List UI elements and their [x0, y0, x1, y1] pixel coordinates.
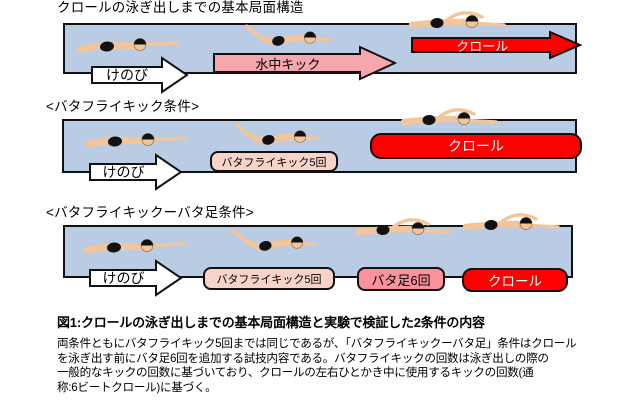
swimmer-crawl-icon — [460, 208, 564, 238]
glide-arrow: けのび — [90, 56, 190, 94]
underwater-kick-arrow: 水中キック — [212, 45, 397, 81]
crawl-arrow-label: クロール — [456, 38, 509, 54]
figure-caption: 図1:クロールの泳ぎ出しまでの基本局面構造と実験で検証した2条件の内容 — [57, 315, 485, 330]
description-line: 一般的なキックの回数に基づいており、クロールの左右ひとかき中に使用するキックの回… — [57, 366, 534, 380]
swimmer-dolphin-kick-icon — [227, 122, 327, 152]
crawl-arrow: クロール — [410, 30, 582, 60]
description-line: を泳ぎ出す前にバタ足6回を追加する試技内容である。バタフライキックの回数は泳ぎ出… — [57, 351, 549, 365]
glide-arrow-label: けのび — [102, 270, 145, 286]
panel-butterfly-flutter-heading: <バタフライキックーバタ足条件> — [46, 205, 254, 220]
glide-arrow-label: けのび — [102, 164, 145, 180]
swimmer-dolphin-kick-icon — [224, 228, 324, 258]
panel-butterfly-heading: <バタフライキック条件> — [46, 99, 200, 114]
panel-basic-heading: クロールの泳ぎ出しまでの基本局面構造 — [57, 0, 304, 15]
crawl-box: クロール — [370, 133, 582, 159]
glide-arrow-label: けのび — [106, 67, 148, 83]
butterfly-kick-box: バタフライキック5回 — [203, 267, 335, 290]
flutter-kick-label: バタ足6回 — [371, 272, 431, 288]
crawl-box: クロール — [462, 268, 568, 292]
butterfly-kick-label: バタフライキック5回 — [221, 156, 327, 169]
description-line: 称:6ビートクロール)に基づく。 — [57, 380, 217, 394]
swimmer-crawl-icon — [398, 103, 502, 133]
glide-arrow: けのび — [88, 153, 184, 191]
figure-description: 両条件ともにバタフライキック5回までは同じであるが、「バタフライキックーバタ足」… — [57, 337, 591, 395]
flutter-kick-box: バタ足6回 — [357, 267, 445, 291]
butterfly-kick-box: バタフライキック5回 — [210, 151, 338, 172]
butterfly-kick-label: バタフライキック5回 — [216, 273, 322, 286]
underwater-kick-arrow-label: 水中キック — [255, 56, 321, 72]
swimmer-crawl-icon — [352, 213, 456, 243]
crawl-label: クロール — [488, 274, 542, 289]
glide-arrow: けのび — [88, 259, 184, 297]
crawl-label: クロール — [448, 138, 504, 154]
description-line: 両条件ともにバタフライキック5回までは同じであるが、「バタフライキックーバタ足」… — [57, 337, 577, 350]
